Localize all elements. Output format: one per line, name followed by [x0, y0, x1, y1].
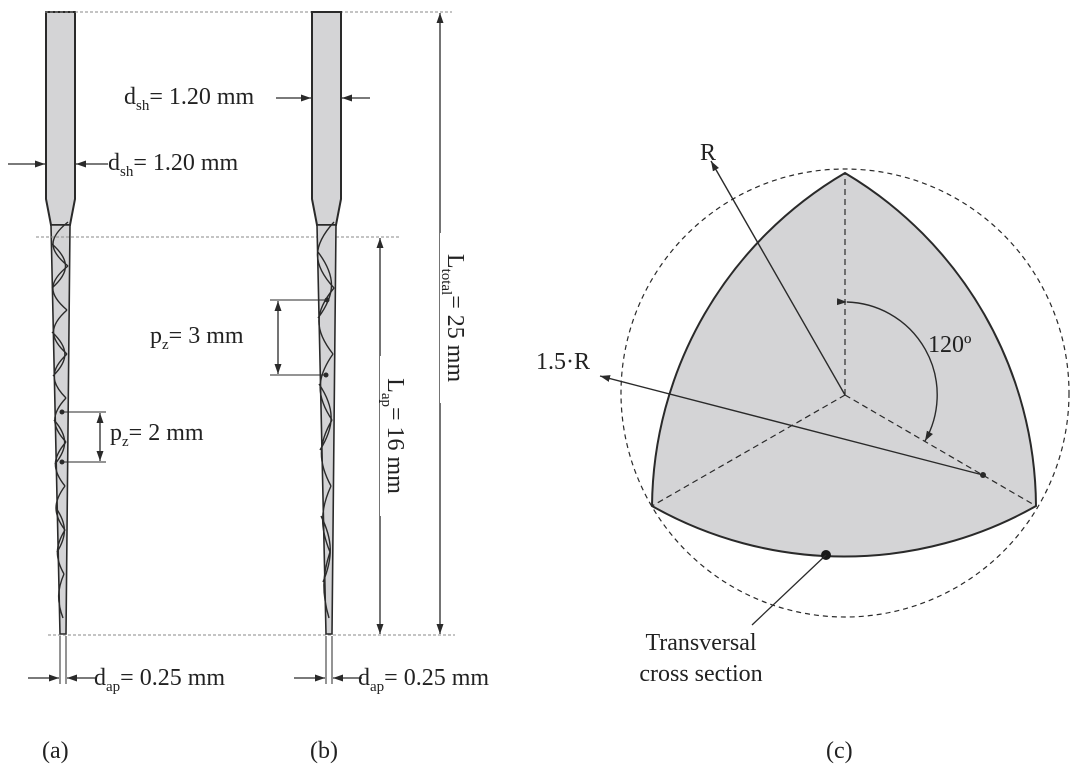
radius-arrow: [710, 160, 846, 396]
dap-b-label: dap= 0.25 mm: [358, 665, 489, 695]
big-radius-center-dot: [980, 472, 986, 478]
tool-b-helix: [316, 221, 335, 619]
circumscribed-circle: [620, 168, 1070, 618]
section-leader: [751, 554, 827, 626]
pz-a-label: pz= 2 mm: [110, 420, 204, 450]
tool-a-shank: [45, 11, 76, 226]
lap-label: Lap= 16 mm: [378, 378, 408, 494]
angle-arc: [836, 298, 938, 442]
dap-a-label: dap= 0.25 mm: [94, 665, 225, 695]
reuleaux-triangle: [650, 171, 1038, 558]
caption-b: (b): [310, 738, 338, 764]
caption-a: (a): [42, 738, 69, 764]
section-label-2: cross section: [639, 661, 762, 687]
tool-a-helix: [51, 221, 69, 619]
radius-label: R: [700, 140, 716, 166]
big-radius-arrow: [599, 375, 984, 476]
ltotal-label: Ltotal= 25 mm: [438, 254, 468, 383]
dsh-b-label: dsh= 1.20 mm: [124, 84, 255, 114]
dsh-a-label: dsh= 1.20 mm: [108, 150, 239, 180]
center-spokes: [651, 173, 1037, 507]
tool-b-shank: [311, 11, 342, 226]
section-label-1: Transversal: [645, 630, 756, 656]
big-radius-label: 1.5·R: [536, 349, 590, 375]
panel-b: dsh= 1.20 mm pz= 3 mm Lap= 16 mm Ltotal=…: [36, 11, 489, 764]
angle-label: 120º: [928, 332, 972, 358]
caption-c: (c): [826, 738, 853, 764]
panel-c: R 1.5·R 120º Transversal cross section (…: [536, 140, 1070, 764]
panel-a: dsh= 1.20 mm pz= 2 mm dap= 0.25 mm (a): [8, 11, 239, 764]
pz-b-label: pz= 3 mm: [150, 323, 244, 353]
